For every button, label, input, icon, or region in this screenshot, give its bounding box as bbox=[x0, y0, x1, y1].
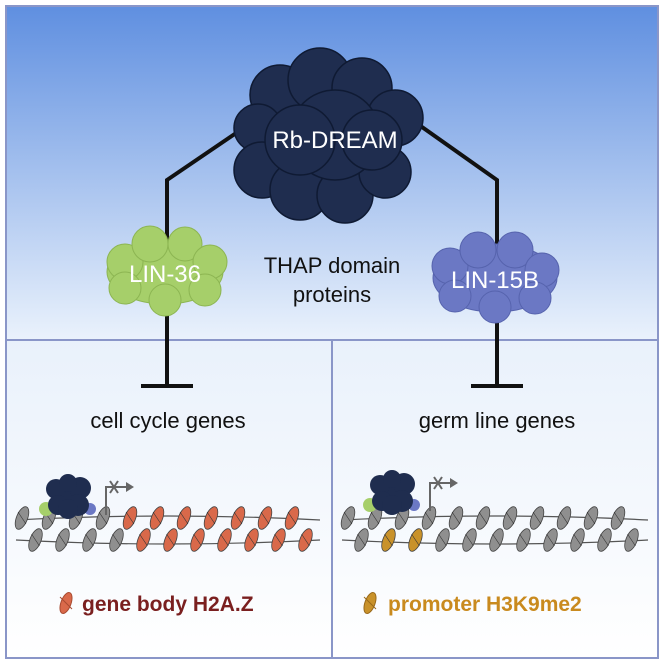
nucleosome-stripe bbox=[287, 511, 297, 525]
nucleosome-stripe bbox=[112, 533, 121, 547]
nucleosome-stripe bbox=[357, 533, 366, 547]
nucleosome-stripe bbox=[424, 511, 434, 525]
dream-label: Rb-DREAM bbox=[272, 127, 397, 154]
nucleosome-stripe bbox=[411, 533, 420, 547]
dna-strand bbox=[341, 515, 649, 521]
nucleosome-stripe bbox=[17, 511, 27, 525]
tss-arrowhead bbox=[126, 482, 134, 492]
nucleosome-stripe bbox=[384, 533, 393, 547]
nucleosome-stripe bbox=[397, 511, 407, 525]
mini-dream-part bbox=[383, 470, 401, 488]
nucleosome-stripe bbox=[193, 533, 202, 547]
nucleosome-stripe bbox=[58, 533, 67, 547]
mini-dream-part bbox=[382, 495, 402, 515]
nucleosome-stripe bbox=[274, 533, 283, 547]
lin15b-protein-icon bbox=[431, 231, 560, 324]
nucleosome-stripe bbox=[478, 511, 488, 525]
nucleosome-stripe bbox=[438, 533, 447, 547]
nucleosome-stripe bbox=[546, 533, 555, 547]
dream-to-lin15b-line bbox=[419, 124, 499, 252]
nucleosome-stripe bbox=[152, 511, 162, 525]
chromatin-right bbox=[340, 506, 649, 552]
germ-line-genes-label: germ line genes bbox=[419, 408, 576, 433]
mini-dream-part bbox=[58, 499, 78, 519]
tss-block-x bbox=[433, 476, 443, 490]
dna-strand bbox=[15, 515, 321, 521]
nucleosome-stripe bbox=[519, 533, 528, 547]
h3k9me2-legend-label: promoter H3K9me2 bbox=[388, 593, 582, 616]
thap-label-line2: proteins bbox=[293, 282, 371, 307]
lin36-label: LIN-36 bbox=[129, 261, 201, 288]
nucleosome-stripe bbox=[613, 511, 623, 525]
nucleosome-stripe bbox=[532, 511, 542, 525]
h3k9me2-legend-icon bbox=[363, 592, 377, 614]
nucleosome-stripe bbox=[125, 511, 135, 525]
mini-dream-complex-left-icon bbox=[39, 474, 134, 519]
lin36-protein-icon bbox=[106, 225, 228, 317]
lin15b-label: LIN-15B bbox=[451, 267, 539, 294]
nucleosome-stripe bbox=[98, 511, 108, 525]
h2az-legend-label: gene body H2A.Z bbox=[82, 593, 254, 616]
nucleosome-stripe bbox=[247, 533, 256, 547]
tss-arrowhead bbox=[450, 478, 458, 488]
tss-arrow bbox=[429, 482, 452, 511]
nucleosome-stripe bbox=[586, 511, 596, 525]
nucleosome-stripe bbox=[139, 533, 148, 547]
nucleosome-stripe bbox=[85, 533, 94, 547]
nucleosome-stripe bbox=[233, 511, 243, 525]
nucleosome-stripe bbox=[31, 533, 40, 547]
nucleosome-stripe bbox=[220, 533, 229, 547]
mini-dream-part bbox=[59, 474, 77, 492]
thap-label-line1: THAP domain bbox=[264, 253, 401, 278]
inhibition-lines bbox=[141, 124, 523, 388]
cell-cycle-genes-label: cell cycle genes bbox=[90, 408, 245, 433]
nucleosome-stripe bbox=[370, 511, 380, 525]
dream-complex-icon bbox=[233, 47, 424, 224]
nucleosome-stripe bbox=[166, 533, 175, 547]
nucleosome-stripe bbox=[343, 511, 353, 525]
h2az-legend-icon bbox=[59, 592, 73, 614]
nucleosome-stripe bbox=[573, 533, 582, 547]
nucleosome-stripe bbox=[505, 511, 515, 525]
nucleosome-stripe bbox=[451, 511, 461, 525]
dream-to-lin36-line bbox=[165, 124, 248, 242]
nucleosome-stripe bbox=[492, 533, 501, 547]
tss-arrow bbox=[105, 486, 128, 515]
nucleosome-stripe bbox=[600, 533, 609, 547]
nucleosome-stripe bbox=[559, 511, 569, 525]
nucleosome-stripe bbox=[301, 533, 310, 547]
chromatin-left bbox=[14, 506, 321, 552]
mini-dream-complex-right-icon bbox=[363, 470, 458, 515]
nucleosome-stripe bbox=[260, 511, 270, 525]
nucleosome-stripe bbox=[179, 511, 189, 525]
nucleosome-stripe bbox=[627, 533, 636, 547]
tss-block-x bbox=[109, 480, 119, 494]
nucleosome-stripe bbox=[465, 533, 474, 547]
nucleosome-stripe bbox=[206, 511, 216, 525]
